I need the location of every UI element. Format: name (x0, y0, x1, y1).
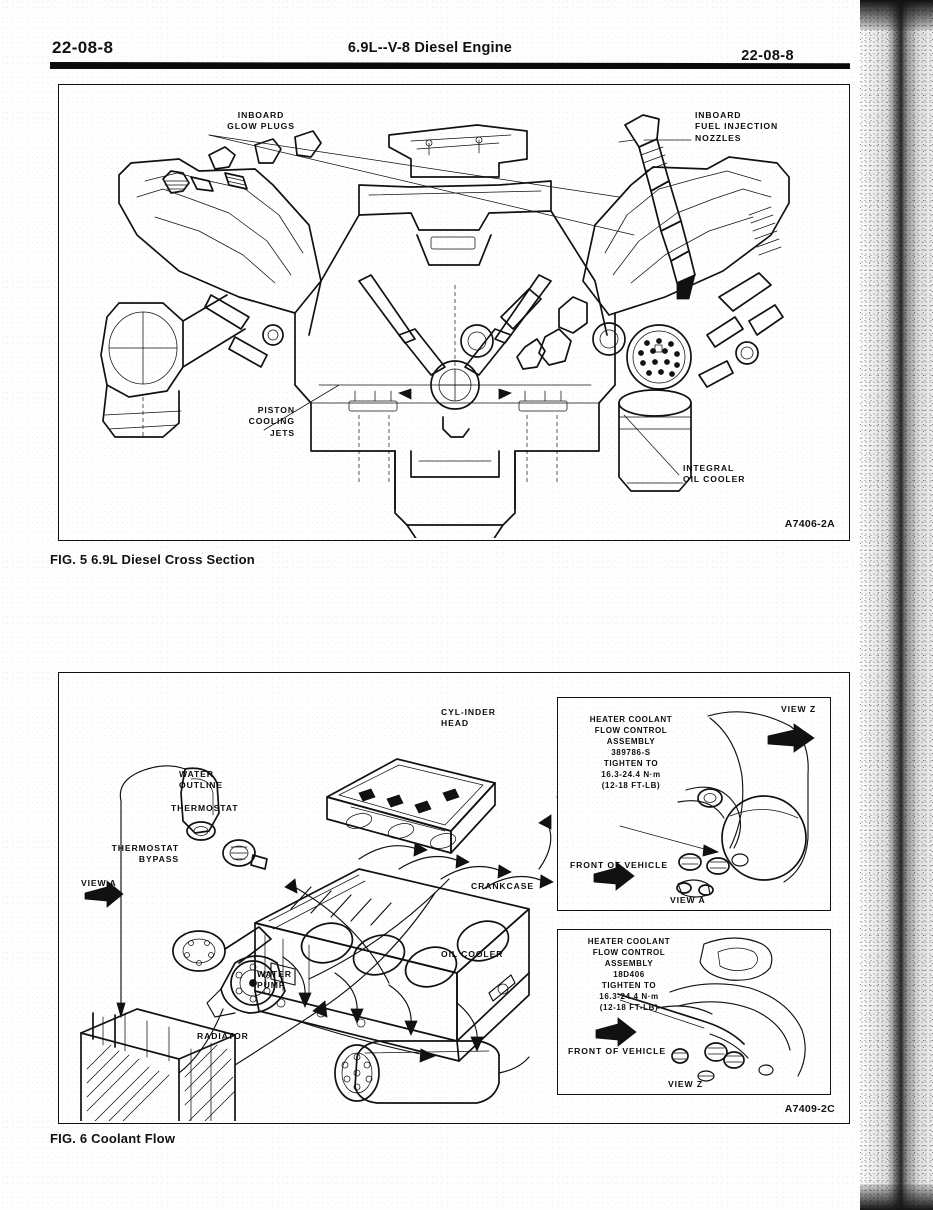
inset-top-front-of-vehicle: FRONT OF VEHICLE (570, 860, 668, 870)
figure-6-caption: FIG. 6 Coolant Flow (50, 1131, 176, 1146)
inset-top-note: HEATER COOLANT FLOW CONTROL ASSEMBLY 389… (589, 715, 673, 791)
figure-5-code: A7406-2A (784, 518, 835, 530)
label-oil-cooler: OIL COOLER (441, 949, 504, 959)
label-crankcase: CRANKCASE (471, 881, 535, 891)
inset-view-z-bottom: HEATER COOLANT FLOW CONTROL ASSEMBLY 18D… (557, 929, 831, 1095)
figure-6-box: CYL-INDER HEAD WATER OUTLINE THERMOSTAT … (58, 672, 850, 1124)
inset-top-view-a-label: VIEW A (670, 894, 706, 905)
label-integral-oil-cooler: INTEGRAL OIL COOLER (683, 463, 746, 485)
inset-bottom-note: HEATER COOLANT FLOW CONTROL ASSEMBLY 18D… (587, 937, 671, 1013)
label-view-a: VIEW A (81, 878, 117, 888)
label-thermostat: THERMOSTAT (171, 803, 239, 813)
header-right-code: 22-08-8 (741, 48, 794, 64)
header-rule (50, 62, 850, 69)
book-gutter-top-shadow (860, 0, 933, 30)
label-radiator: RADIATOR (197, 1031, 249, 1041)
figure-5-box: INBOARD GLOW PLUGS INBOARD FUEL INJECTIO… (58, 84, 850, 541)
page-title: 6.9L--V-8 Diesel Engine (347, 40, 513, 56)
inset-view-z-top: HEATER COOLANT FLOW CONTROL ASSEMBLY 389… (557, 697, 831, 911)
coolant-flow-drawing (80, 758, 626, 1121)
inset-top-view-z-label: VIEW Z (781, 704, 816, 714)
engine-cross-section-drawing (100, 114, 790, 538)
page-header: 22-08-8 6.9L--V-8 Diesel Engine 22-08-8 (0, 0, 860, 78)
figure-5-caption: FIG. 5 6.9L Diesel Cross Section (50, 552, 255, 567)
inset-bottom-front-of-vehicle: FRONT OF VEHICLE (568, 1046, 666, 1056)
label-thermostat-bypass: THERMOSTAT BYPASS (111, 843, 179, 865)
book-gutter-noise (860, 0, 933, 1210)
label-cylinder-head: CYL-INDER HEAD (441, 707, 496, 729)
inset-bottom-view-z-label: VIEW Z (668, 1078, 703, 1089)
label-inboard-fuel-injection-nozzles: INBOARD FUEL INJECTION NOZZLES (695, 110, 779, 143)
book-gutter-bottom-shadow (860, 1184, 933, 1210)
label-water-pump: WATER PUMP (257, 969, 292, 991)
book-gutter-shadow (860, 0, 933, 1210)
inset-bottom-drawing (595, 937, 806, 1082)
inset-top-drawing (593, 711, 815, 898)
label-inboard-glow-plugs: INBOARD GLOW PLUGS (227, 110, 295, 132)
header-left-code: 22-08-8 (52, 38, 114, 57)
figure-6-code: A7409-2C (784, 1103, 835, 1115)
label-water-outline: WATER OUTLINE (179, 769, 224, 791)
label-piston-cooling-jets: PISTON COOLING JETS (248, 405, 295, 438)
